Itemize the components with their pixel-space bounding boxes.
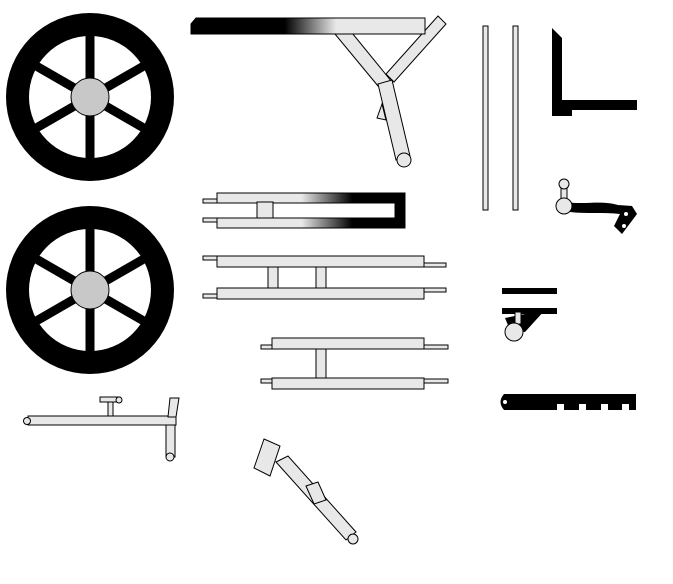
- axle-assembly-small: [260, 337, 449, 390]
- tall-rod-left: [482, 25, 489, 211]
- fork-arm: [253, 438, 359, 545]
- handle-frame: [23, 396, 180, 462]
- top-frame-bar: [190, 15, 447, 168]
- l-bracket: [552, 28, 637, 116]
- toothed-strip: [500, 394, 636, 410]
- axle-assembly-large: [202, 255, 447, 300]
- u-frame: [202, 192, 406, 229]
- tall-rod-right: [512, 25, 519, 211]
- wheel-top: [6, 13, 174, 181]
- t-bracket: [502, 288, 557, 342]
- wheel-bottom: [6, 206, 174, 374]
- crank-arm: [555, 178, 637, 234]
